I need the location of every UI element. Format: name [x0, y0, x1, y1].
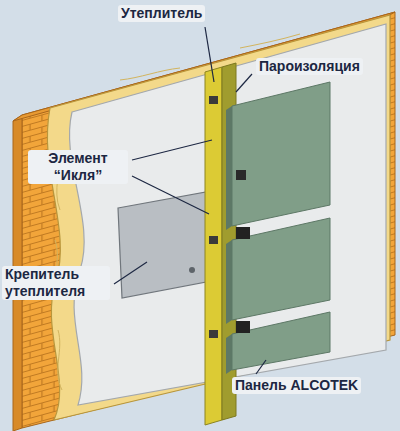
bracket-hole [189, 267, 195, 273]
alcotek-panel [232, 312, 330, 370]
panel-edge [226, 240, 232, 324]
panel-edge [226, 334, 232, 374]
leader-lines [114, 27, 266, 374]
panel-clip [236, 170, 246, 180]
rail-rivet [209, 236, 218, 244]
alcotek-panel [232, 82, 330, 226]
rail-rivet [209, 96, 218, 104]
callout-label: Утеплитель [118, 5, 205, 22]
leader-line [236, 74, 252, 92]
leader-line [205, 27, 214, 82]
rail-rivet [209, 330, 218, 338]
alcotek-panel [232, 218, 330, 320]
panel-clip [236, 227, 250, 239]
leader-line [132, 140, 212, 160]
panel-edge [226, 106, 232, 230]
bracket-plate [118, 192, 206, 298]
leader-line [132, 176, 209, 214]
callout-label: Пароизоляция [256, 58, 363, 75]
panel-clip [236, 321, 250, 333]
callout-label: Крепитель утеплителя [2, 266, 110, 300]
callout-label: Панель ALCOTEK [232, 377, 361, 394]
leader-line [114, 262, 147, 284]
brick-wall [22, 12, 395, 428]
leader-line [256, 360, 266, 374]
callout-label: Элемент “Икля” [28, 150, 128, 184]
rail-front [205, 67, 222, 425]
